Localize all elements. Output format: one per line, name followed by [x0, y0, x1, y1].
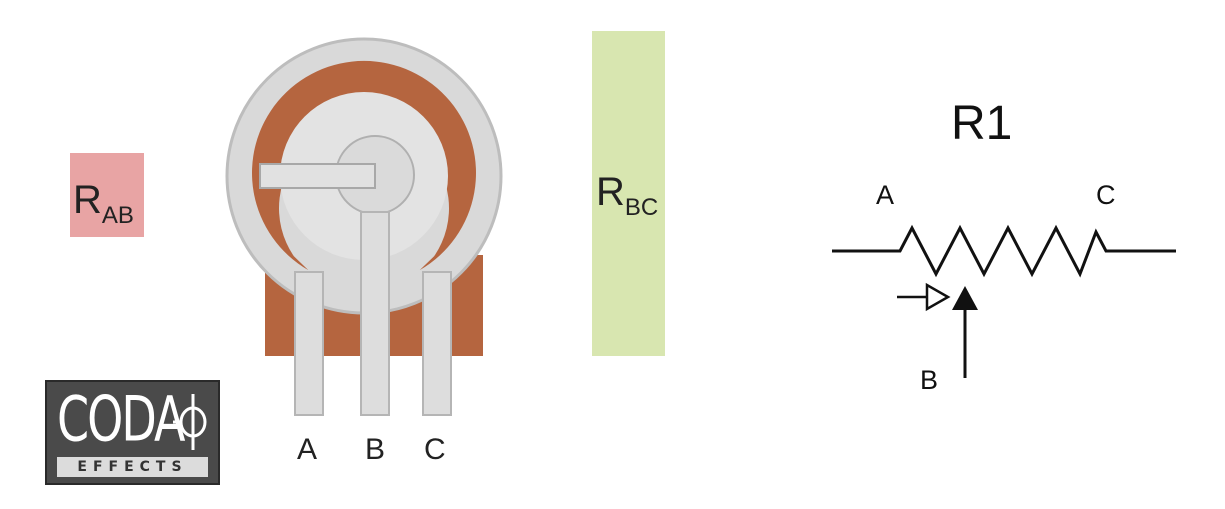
resistance-ab-subscript: AB — [101, 202, 134, 229]
resistance-bc-label: RBC — [596, 172, 658, 220]
pin-b — [360, 211, 390, 416]
pin-c — [422, 271, 452, 416]
pin-label-b: B — [365, 433, 386, 466]
schematic-label-b: B — [920, 365, 939, 395]
logo-subtitle: EFFECTS — [57, 457, 208, 477]
current-arrowhead — [925, 282, 951, 312]
resistive-track — [252, 60, 476, 271]
coda-effects-logo: CODA EFFECTS — [45, 380, 220, 485]
schematic-label-c: C — [1096, 180, 1116, 210]
schematic-title: R1 — [951, 97, 1013, 150]
pin-label-c: C — [424, 433, 446, 466]
resistor-schematic — [832, 224, 1176, 378]
logo-phi-icon — [173, 394, 207, 450]
wiper-arrowhead — [952, 286, 978, 310]
resistance-ab-main: R — [73, 178, 102, 222]
resistance-ab-label: RAB — [73, 180, 134, 228]
pin-a — [294, 271, 324, 416]
resistance-bc-box — [592, 31, 665, 356]
resistance-bc-main: R — [596, 170, 625, 214]
resistor-zigzag — [832, 224, 1176, 278]
resistance-bc-subscript: BC — [624, 194, 659, 221]
schematic-label-a: A — [876, 180, 895, 210]
logo-wordmark: CODA — [57, 382, 185, 456]
wiper-arm — [259, 163, 376, 189]
resistance-ab-box — [70, 153, 144, 237]
pin-label-a: A — [297, 433, 318, 466]
